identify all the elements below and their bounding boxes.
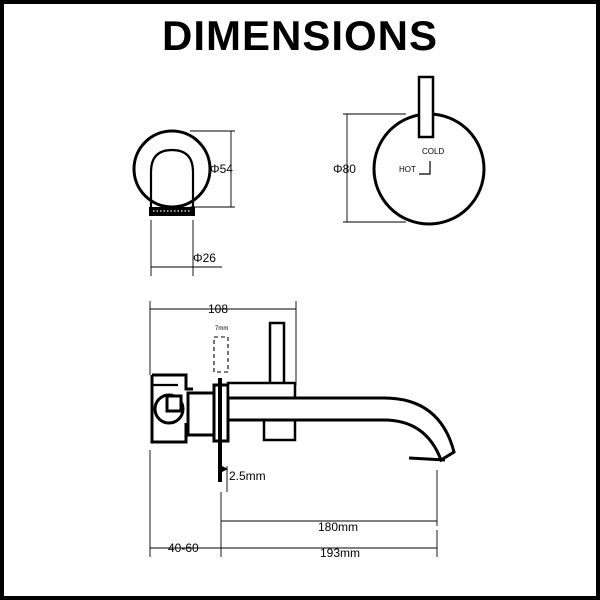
spout-front-view: Φ54 Φ26 xyxy=(132,129,235,276)
page-title: DIMENSIONS xyxy=(161,12,439,59)
spout-flange xyxy=(132,129,212,209)
valve-body xyxy=(150,373,193,444)
mixer-lever xyxy=(417,75,435,139)
spout-reach-label: 180mm xyxy=(318,520,358,534)
cold-label: COLD xyxy=(422,147,444,156)
hot-label: HOT xyxy=(399,165,416,174)
width-108-label: 108 xyxy=(208,302,228,316)
mixer-front-view: COLD HOT Φ80 xyxy=(333,75,486,226)
total-length-label: 193mm xyxy=(320,546,360,560)
wall-depth-label: 40-60 xyxy=(168,541,199,555)
outlet-diameter-label: Φ26 xyxy=(193,251,216,265)
plate-thickness-label: 2.5mm xyxy=(229,469,266,483)
valve-spindle xyxy=(186,391,216,437)
spout-body xyxy=(149,148,195,215)
spout-diameter-label: Φ54 xyxy=(210,162,233,176)
side-lever xyxy=(268,321,286,387)
temperature-indicator xyxy=(419,161,431,175)
mixer-diameter-label: Φ80 xyxy=(333,162,356,176)
side-view: 108 7mm 2.5mm xyxy=(149,301,456,560)
plate-gap-label: 7mm xyxy=(215,326,228,332)
side-spout xyxy=(226,396,456,463)
